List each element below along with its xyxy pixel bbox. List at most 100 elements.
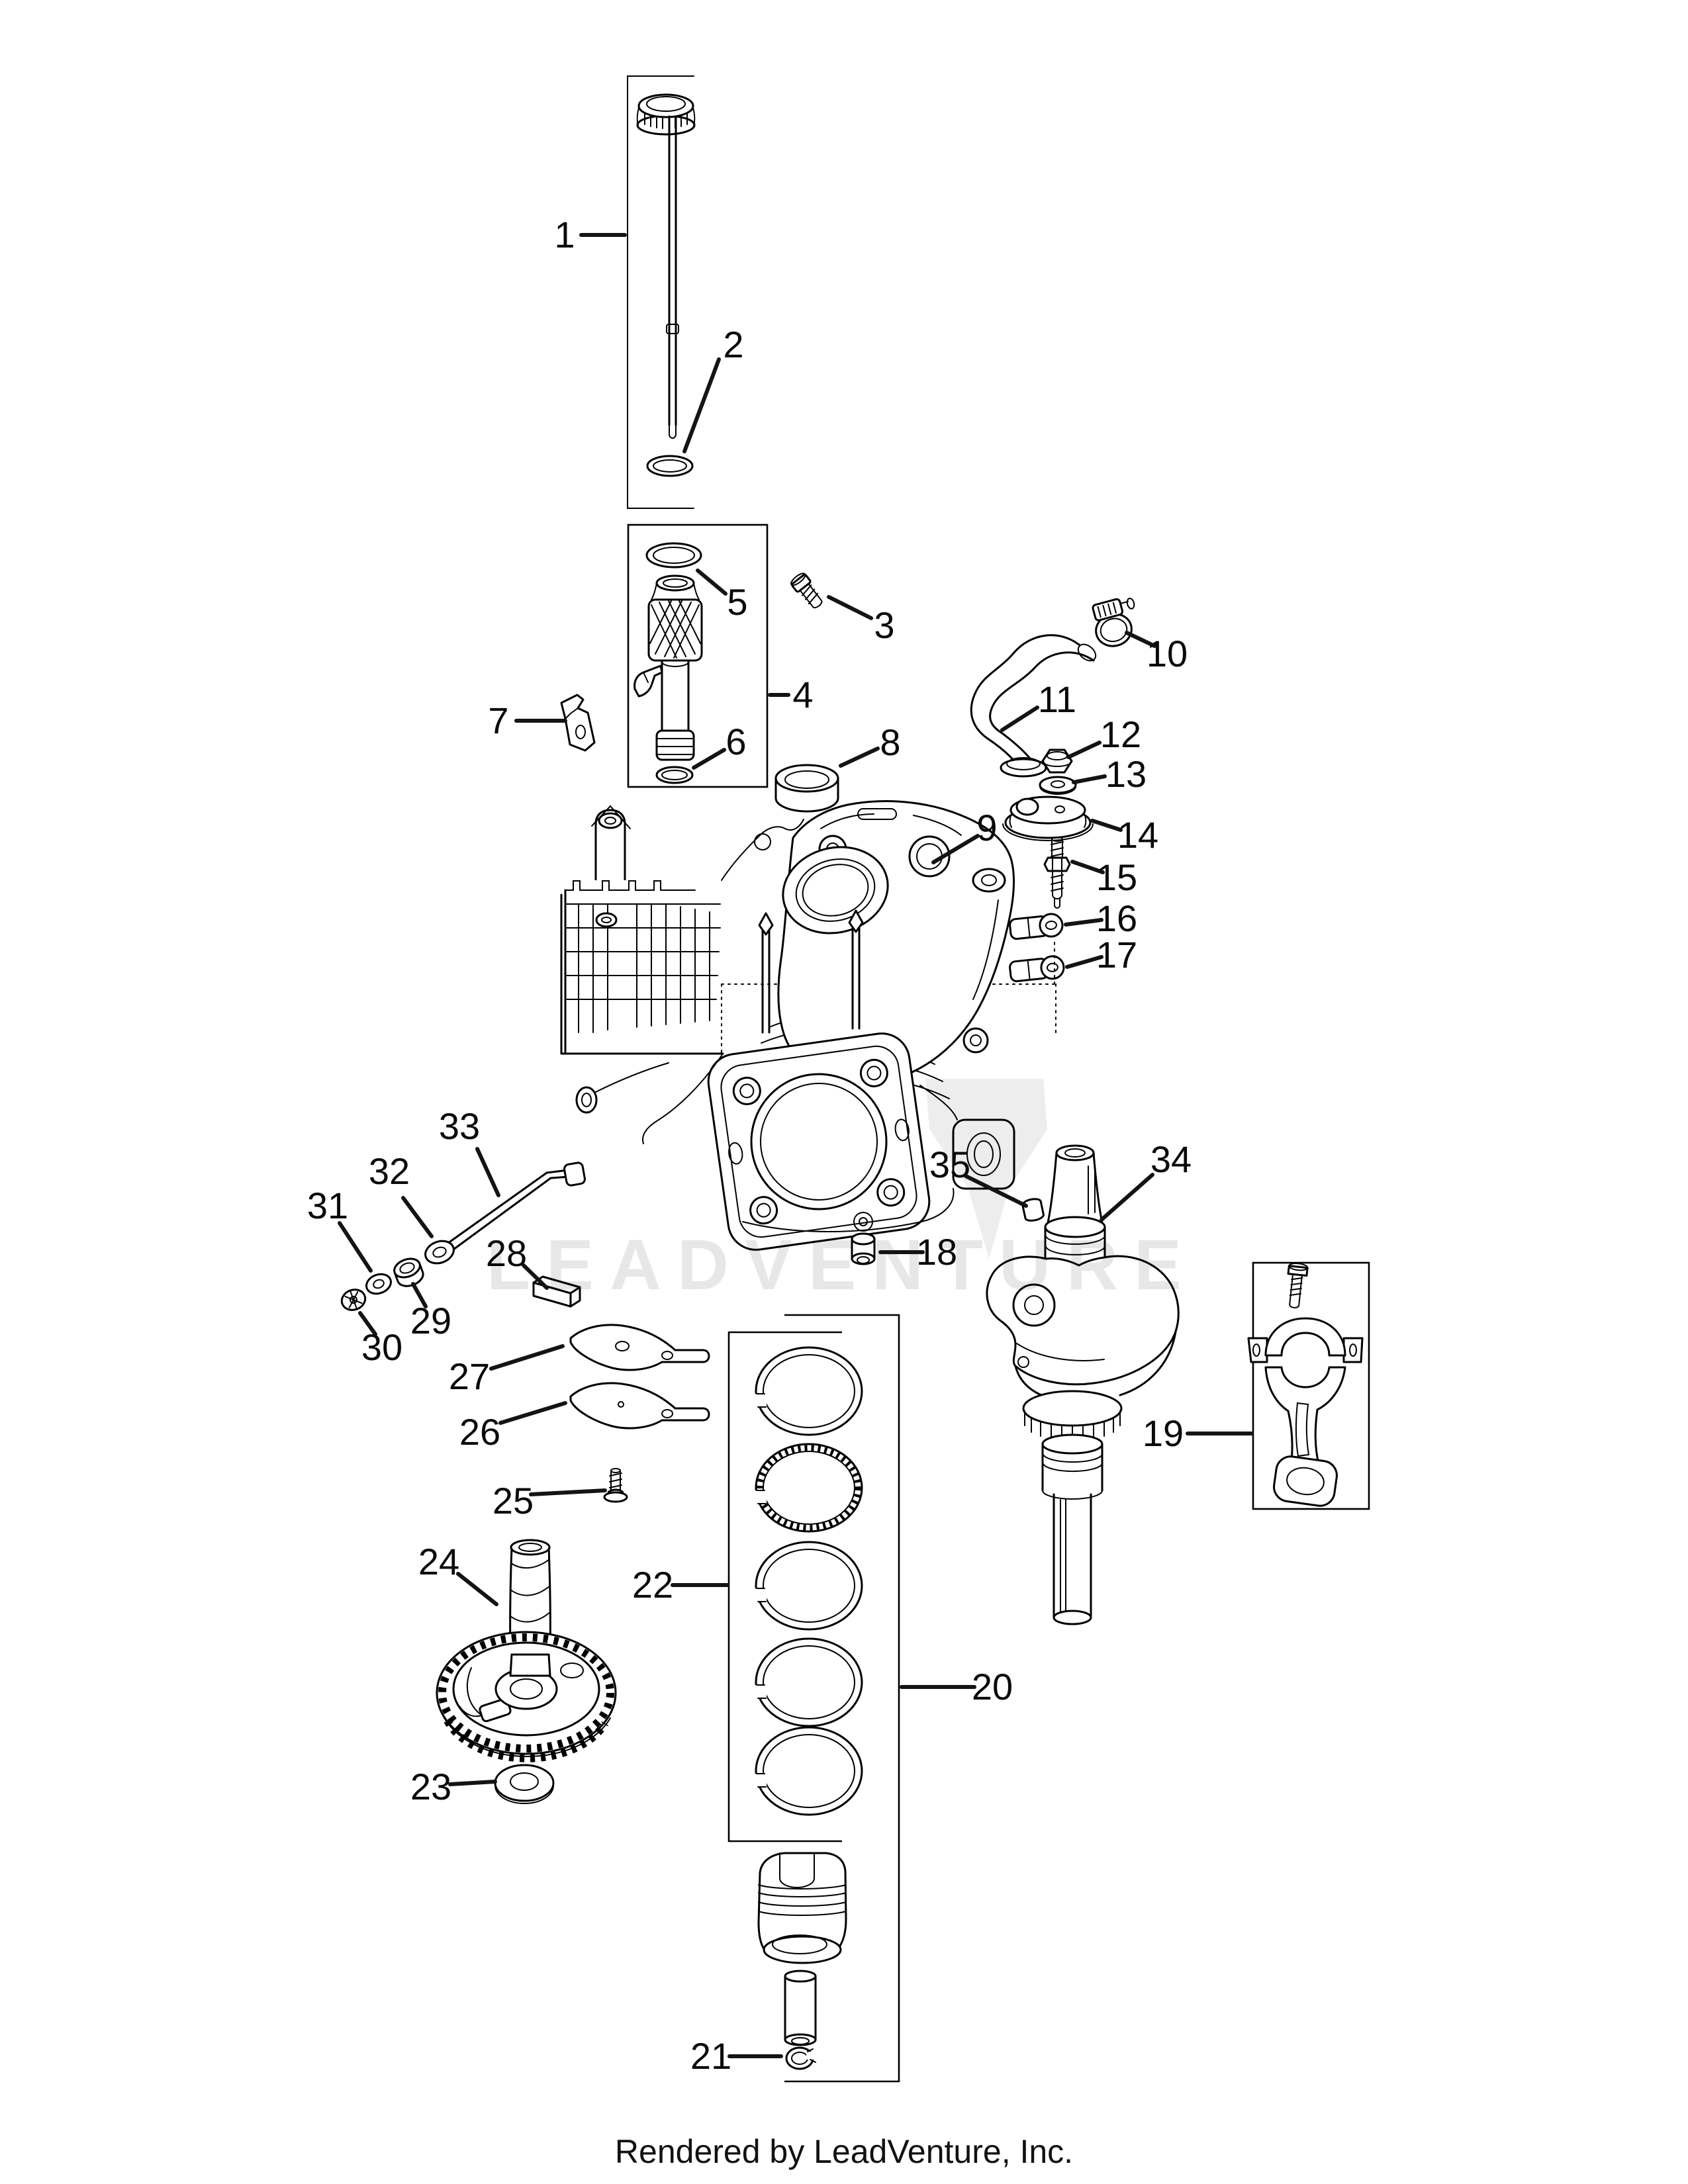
part-22-ring-set-bracket (727, 1331, 842, 1843)
callout-label-27: 27 (449, 1355, 490, 1397)
callout-label-33: 33 (439, 1105, 480, 1147)
callout-leader-23 (448, 1780, 497, 1786)
callout-leader-5 (696, 569, 727, 596)
callout-leader-13 (1072, 774, 1107, 784)
callout-leader-2 (682, 357, 721, 453)
part-11-breather-hose (970, 634, 1097, 778)
part-15-stud (1043, 837, 1071, 909)
callout-label-9: 9 (976, 807, 997, 848)
part-19-connecting-rod-box (1247, 1261, 1370, 1510)
part-9-crankcase (560, 800, 1015, 1251)
callout-leader-26 (498, 1401, 567, 1425)
part-30-push-nut (340, 1289, 367, 1311)
callout-leader-17 (1065, 955, 1103, 969)
part-26-governor-paddle (569, 1382, 710, 1430)
part-20-piston (757, 1852, 847, 2046)
callout-label-13: 13 (1105, 753, 1147, 795)
part-31-washer (365, 1273, 392, 1295)
part-25-screw (603, 1468, 628, 1503)
callout-label-17: 17 (1096, 934, 1137, 976)
callout-label-5: 5 (727, 581, 747, 623)
part-10-hose-clamp (1092, 598, 1135, 647)
callout-leader-16 (1064, 918, 1103, 927)
callout-labels: 1234567891011121314151617181920212223242… (307, 214, 1192, 2077)
part-12-nut (1041, 749, 1073, 774)
callout-label-19: 19 (1143, 1412, 1184, 1454)
callout-leader-29 (411, 1282, 428, 1308)
footer-credit: Rendered by LeadVenture, Inc. (615, 2133, 1073, 2170)
part-22-piston-rings (755, 1346, 863, 1816)
callout-leader-30 (358, 1311, 377, 1336)
callout-leader-33 (475, 1147, 500, 1197)
callout-label-16: 16 (1096, 897, 1137, 939)
part-14-breather-cover (1002, 796, 1094, 841)
part-7-bracket (560, 694, 596, 752)
callout-label-3: 3 (874, 604, 894, 646)
callout-label-35: 35 (929, 1144, 970, 1185)
callout-leader-15 (1070, 860, 1105, 874)
part-8-seal (774, 764, 839, 813)
part-29-bushing (393, 1257, 424, 1287)
callout-label-21: 21 (690, 2035, 731, 2077)
callout-label-11: 11 (1038, 678, 1076, 720)
callout-leader-34 (1100, 1173, 1154, 1222)
watermark-text: LEADVENTURE (487, 1224, 1197, 1304)
part-3-screw (790, 572, 823, 609)
callout-label-30: 30 (361, 1326, 402, 1368)
part-32-washer (424, 1240, 455, 1265)
part-23-washer (494, 1764, 555, 1804)
callout-leader-3 (827, 595, 873, 620)
part-21-retaining-ring (785, 2046, 817, 2070)
callout-leader-12 (1066, 741, 1102, 759)
callout-label-8: 8 (880, 721, 900, 763)
part-28-key (532, 1275, 581, 1308)
callout-leader-14 (1090, 819, 1123, 832)
part-24-camshaft (436, 1539, 617, 1762)
callout-leader-8 (839, 747, 880, 768)
callout-label-34: 34 (1150, 1138, 1192, 1180)
callout-label-4: 4 (792, 674, 813, 715)
callout-label-32: 32 (369, 1150, 410, 1192)
callout-label-22: 22 (632, 1564, 673, 1606)
callout-label-2: 2 (723, 324, 743, 365)
callout-label-7: 7 (488, 700, 508, 741)
part-13-washer (1039, 776, 1077, 795)
part-20-piston-kit-bracket (784, 1314, 900, 2083)
callout-label-20: 20 (972, 1666, 1013, 1707)
callout-leader-32 (401, 1196, 434, 1238)
callout-label-25: 25 (492, 1480, 534, 1522)
part-34-crankshaft (986, 1144, 1180, 1625)
part-1-dipstick (627, 75, 696, 509)
callout-leader-6 (692, 748, 726, 770)
part-27-governor-paddle (569, 1324, 710, 1371)
part-18-dowel-bushing (851, 1232, 876, 1265)
callout-leader-25 (529, 1488, 607, 1496)
callout-leader-9 (931, 834, 980, 864)
callout-label-14: 14 (1117, 814, 1158, 856)
callout-label-31: 31 (307, 1185, 348, 1226)
callout-label-23: 23 (410, 1766, 451, 1807)
part-35-key (1021, 1198, 1045, 1222)
callout-label-6: 6 (726, 721, 746, 762)
callout-leader-28 (522, 1263, 549, 1290)
callout-label-26: 26 (459, 1411, 500, 1453)
leadventure-emblem-watermark (925, 1079, 1047, 1259)
callout-label-12: 12 (1100, 713, 1141, 755)
callout-leader-10 (1125, 631, 1156, 648)
callout-leaders (338, 233, 1254, 2058)
callout-label-18: 18 (916, 1231, 957, 1273)
part-17-clip (1009, 955, 1065, 983)
callout-label-28: 28 (486, 1232, 527, 1274)
callout-label-10: 10 (1147, 633, 1188, 674)
callout-leader-31 (338, 1221, 373, 1273)
callout-leader-35 (964, 1174, 1028, 1208)
callout-label-15: 15 (1096, 856, 1137, 898)
callout-label-24: 24 (418, 1541, 459, 1582)
callout-leader-24 (456, 1572, 498, 1606)
part-4-oil-fill-tube-box (627, 523, 769, 788)
callout-leader-11 (1000, 705, 1039, 732)
callout-leader-27 (489, 1344, 565, 1371)
callout-label-29: 29 (410, 1300, 451, 1342)
